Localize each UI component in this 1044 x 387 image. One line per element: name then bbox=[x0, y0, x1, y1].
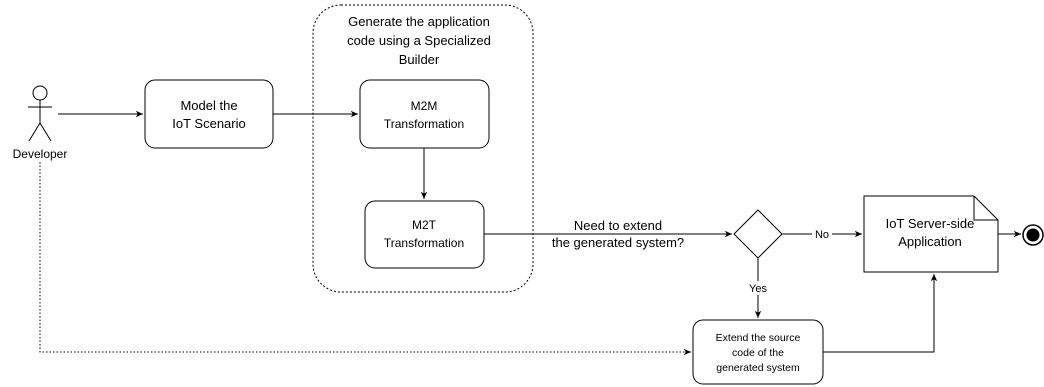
model-iot-scenario-node[interactable] bbox=[144, 79, 274, 149]
builder-group-title-line3: Builder bbox=[399, 52, 440, 67]
decision-question-line1: Need to extend bbox=[574, 218, 662, 233]
m2t-transformation-label-line1: M2T bbox=[412, 218, 437, 232]
builder-group-title-line2: code using a Specialized bbox=[347, 33, 491, 48]
m2m-transformation-node[interactable] bbox=[359, 79, 490, 149]
yes-edge-label: Yes bbox=[749, 283, 767, 295]
extend-source-code-label-line2: code of the bbox=[732, 347, 784, 359]
builder-group-title-line1: Generate the application bbox=[348, 14, 490, 29]
final-node-icon bbox=[1022, 224, 1044, 246]
decision-diamond[interactable] bbox=[733, 209, 783, 259]
no-edge-label: No bbox=[815, 229, 829, 241]
developer-actor-icon[interactable] bbox=[28, 85, 52, 142]
model-iot-scenario-label-line1: Model the bbox=[180, 98, 237, 113]
extend-source-code-label-line3: generated system bbox=[716, 362, 800, 374]
extend-source-code-label-line1: Extend the source bbox=[716, 332, 801, 344]
m2m-transformation-label-line1: M2M bbox=[411, 99, 438, 113]
m2t-transformation-node[interactable] bbox=[364, 200, 485, 269]
builder-group-boundary bbox=[312, 4, 534, 293]
note-fold-icon bbox=[973, 196, 998, 221]
no-label-mask bbox=[812, 227, 832, 241]
developer-label: Developer bbox=[13, 147, 68, 161]
m2m-transformation-label-line2: Transformation bbox=[384, 117, 464, 131]
edge-extend-to-server-app bbox=[823, 274, 938, 353]
yes-label-mask bbox=[745, 281, 771, 295]
iot-server-side-application-node[interactable] bbox=[863, 195, 999, 273]
edge-developer-dotted-to-extend bbox=[39, 162, 691, 356]
iot-server-side-application-label-line1: IoT Server-side bbox=[886, 216, 975, 231]
m2t-transformation-label-line2: Transformation bbox=[384, 236, 464, 250]
model-iot-scenario-label-line2: IoT Scenario bbox=[172, 116, 245, 131]
decision-question-line2: the generated system? bbox=[552, 235, 684, 250]
iot-server-side-application-label-line2: Application bbox=[898, 234, 962, 249]
